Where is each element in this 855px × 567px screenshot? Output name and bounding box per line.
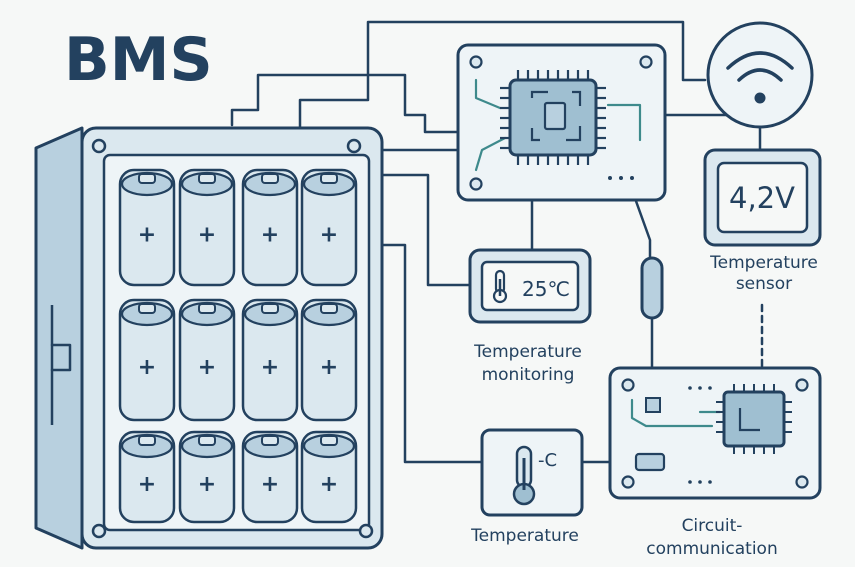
- temperature-monitor-display: 25℃: [468, 248, 592, 324]
- communication-component: [645, 397, 661, 413]
- wifi-icon-dot: [754, 92, 766, 104]
- battery-cell: +: [241, 168, 299, 287]
- screw-top-left: [91, 138, 107, 154]
- controller-mount-hole: [469, 177, 483, 191]
- screw-top-right: [346, 138, 362, 154]
- battery-pack: + + + + + + + + + + + +: [34, 126, 384, 550]
- battery-cell: +: [241, 430, 299, 524]
- temperature-probe: [640, 256, 664, 320]
- battery-cell-sign: +: [261, 223, 279, 248]
- battery-cell-sign: +: [320, 472, 338, 497]
- temperature-monitoring-label-line1: Temperature: [473, 342, 582, 362]
- controller-board: [456, 43, 667, 202]
- communication-board: [608, 366, 822, 500]
- battery-pack-side: [34, 126, 84, 550]
- temperature-probe-body: [640, 256, 664, 320]
- wireless-module-outline: [706, 21, 814, 129]
- communication-connector: [634, 452, 666, 472]
- thermometer-unit: -C: [538, 450, 557, 471]
- voltage-display-screen: [716, 161, 809, 234]
- battery-cell-sign: +: [138, 223, 156, 248]
- circuit-communication-label-line2: communication: [646, 539, 777, 559]
- battery-cell: +: [178, 168, 236, 287]
- wire-controller-to-probe: [630, 188, 652, 260]
- controller-trace: [474, 78, 502, 110]
- page-title: BMS: [64, 25, 213, 95]
- wifi-icon-middle: [737, 68, 783, 82]
- thermometer-icon: [492, 269, 508, 304]
- communication-mount-hole: [795, 378, 809, 392]
- battery-pack-side-latch: [50, 343, 72, 372]
- wire-battery-top-loop: [230, 73, 464, 134]
- voltage-display: 4,2V: [703, 148, 822, 247]
- battery-cell-sign: +: [138, 355, 156, 380]
- communication-chip-marking: [738, 408, 760, 432]
- temperature-sensor-label-line1: Temperature: [709, 253, 818, 273]
- communication-trace: [630, 398, 714, 428]
- temperature-monitoring-label-line2: monitoring: [482, 365, 575, 385]
- battery-cell: +: [300, 168, 358, 287]
- battery-cell-sign: +: [261, 355, 279, 380]
- battery-cell-sign: +: [320, 223, 338, 248]
- communication-mount-hole: [795, 475, 809, 489]
- battery-cell: +: [118, 298, 176, 422]
- temperature-monitor-reading: 25℃: [522, 277, 570, 301]
- battery-cell: +: [118, 430, 176, 524]
- controller-mount-hole: [469, 55, 483, 69]
- controller-trace: [606, 103, 642, 142]
- battery-cell: +: [118, 168, 176, 287]
- battery-cell-sign: +: [198, 355, 216, 380]
- battery-cell-sign: +: [320, 355, 338, 380]
- communication-mount-hole: [621, 475, 635, 489]
- battery-cell: +: [300, 430, 358, 524]
- battery-cells: + + + + + + + + + + + +: [118, 168, 358, 524]
- battery-cell: +: [178, 298, 236, 422]
- battery-cell: +: [241, 298, 299, 422]
- battery-cell-sign: +: [261, 472, 279, 497]
- temperature-label: Temperature: [470, 526, 579, 546]
- wireless-module: [706, 21, 814, 129]
- circuit-communication-label-line1: Circuit-: [682, 516, 743, 536]
- battery-cell-sign: +: [138, 472, 156, 497]
- controller-chip-pins: [500, 70, 606, 165]
- wire-battery-to-thermometer: [376, 243, 484, 464]
- communication-mount-hole: [621, 378, 635, 392]
- wire-battery-to-temp-monitor: [376, 173, 472, 287]
- controller-mount-hole: [639, 55, 653, 69]
- controller-chip-core: [543, 101, 567, 131]
- battery-cell: +: [300, 298, 358, 422]
- temperature-sensor-label-line2: sensor: [736, 274, 792, 294]
- communication-chip: [722, 390, 786, 448]
- voltage-reading: 4,2V: [729, 181, 795, 215]
- controller-chip-marking: [530, 90, 582, 142]
- screw-bottom-right: [358, 523, 374, 539]
- battery-cell-sign: +: [198, 223, 216, 248]
- battery-cell: +: [178, 430, 236, 524]
- wifi-icon-outer: [726, 51, 794, 70]
- battery-cell-sign: +: [198, 472, 216, 497]
- wire-top-rail: [298, 20, 707, 137]
- thermometer-panel: -C: [480, 428, 584, 517]
- screw-bottom-left: [91, 523, 107, 539]
- controller-trace: [474, 136, 507, 172]
